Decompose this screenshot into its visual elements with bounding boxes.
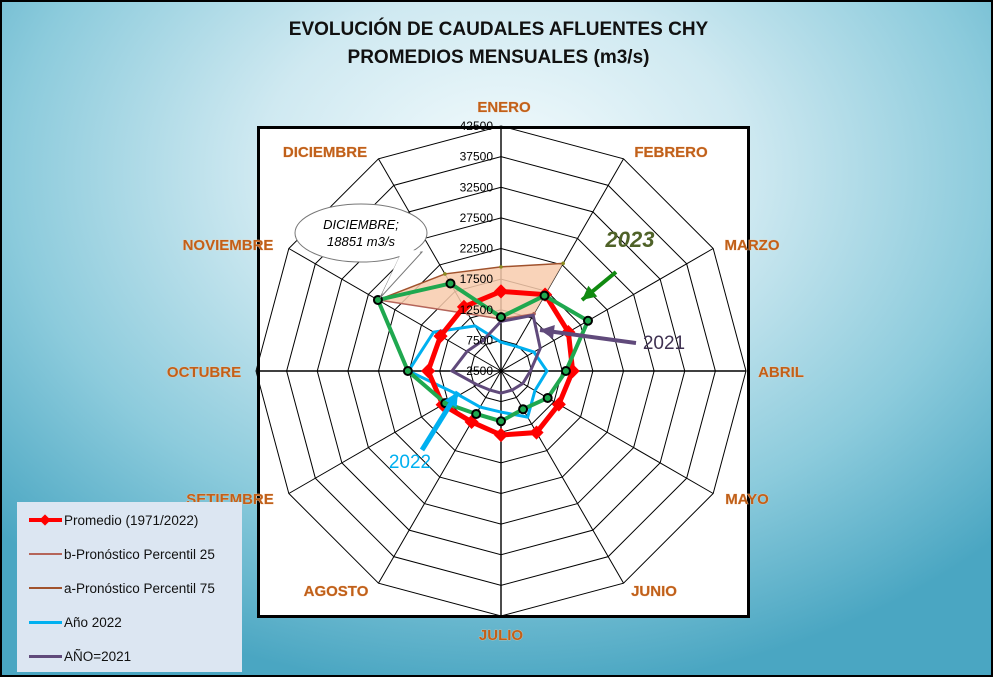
grid-spoke bbox=[288, 370, 502, 494]
radial-tick-label: 37500 bbox=[460, 150, 494, 164]
arrow-2023-head bbox=[582, 285, 598, 300]
radial-tick-label: 2500 bbox=[466, 364, 493, 378]
callout-bubble bbox=[294, 203, 428, 263]
radial-tick-label: 7500 bbox=[466, 333, 493, 347]
annotation-2023: 2023 bbox=[605, 227, 655, 252]
radial-tick-label: 22500 bbox=[460, 242, 494, 256]
series-2023-point bbox=[542, 392, 553, 403]
legend-item-2021: AÑO=2021 bbox=[29, 646, 131, 666]
series-promedio-point bbox=[529, 425, 544, 440]
callout-line1: DICIEMBRE; bbox=[323, 217, 399, 232]
series-point bbox=[561, 261, 565, 266]
callout-pointer-cover bbox=[382, 249, 421, 294]
series-2023-point bbox=[496, 312, 506, 323]
series-2023-point bbox=[560, 366, 571, 376]
series-2023-point bbox=[496, 416, 506, 427]
legend-swatch bbox=[29, 620, 62, 624]
axis-label-agosto: AGOSTO bbox=[304, 583, 369, 600]
series-promedio-point bbox=[421, 363, 436, 379]
grid-spoke bbox=[288, 248, 502, 372]
legend-label: AÑO=2021 bbox=[64, 648, 132, 664]
grid-spoke bbox=[500, 248, 714, 372]
axis-label-marzo: MARZO bbox=[725, 237, 780, 254]
arrow-2022-head bbox=[444, 392, 458, 408]
arrow-2021 bbox=[539, 328, 637, 345]
legend-item-p75: a-Pronóstico Percentil 75 bbox=[29, 578, 215, 598]
arrow-2021-head bbox=[540, 324, 555, 339]
axis-label-octubre: OCTUBRE bbox=[167, 364, 241, 381]
callout-line2: 18851 m3/s bbox=[327, 234, 395, 249]
axis-label-enero: ENERO bbox=[477, 99, 531, 116]
chart-title-line2: PROMEDIOS MENSUALES (m3/s) bbox=[347, 47, 650, 68]
series-promedio-point bbox=[433, 329, 448, 344]
radial-tick-label: 32500 bbox=[460, 180, 494, 194]
axis-label-junio: JUNIO bbox=[631, 583, 677, 600]
series-2021-line bbox=[449, 313, 542, 395]
annotation-2022: 2022 bbox=[389, 452, 431, 473]
series-2023-point bbox=[402, 366, 413, 376]
series-point bbox=[443, 272, 447, 276]
legend-swatch bbox=[29, 654, 62, 658]
axis-label-febrero: FEBRERO bbox=[634, 144, 708, 161]
series-2022-line bbox=[406, 324, 549, 419]
series-promedio-point bbox=[493, 427, 509, 443]
series-2023-point bbox=[539, 290, 550, 301]
axis-label-julio: JULIO bbox=[479, 627, 524, 644]
legend-label: Promedio (1971/2022) bbox=[64, 512, 199, 528]
axis-label-abril: ABRIL bbox=[758, 364, 804, 381]
series-p75-line bbox=[377, 262, 564, 301]
legend: Promedio (1971/2022) b-Pronóstico Percen… bbox=[17, 502, 242, 672]
radial-tick-label: 42500 bbox=[460, 119, 494, 133]
series-promedio-point bbox=[551, 397, 566, 412]
radial-tick-label: 27500 bbox=[460, 211, 494, 225]
percentile-band bbox=[377, 263, 564, 319]
legend-swatch bbox=[29, 553, 62, 555]
series-promedio-point bbox=[456, 299, 472, 314]
series-2023-point bbox=[445, 278, 456, 289]
legend-item-2022: Año 2022 bbox=[29, 612, 122, 632]
grid-spoke bbox=[378, 158, 502, 372]
series-2023-point bbox=[471, 408, 482, 419]
legend-swatch bbox=[29, 587, 62, 589]
radial-tick-label: 17500 bbox=[460, 272, 494, 286]
legend-item-promedio: Promedio (1971/2022) bbox=[29, 510, 198, 530]
radial-tick-label: 12500 bbox=[460, 303, 494, 317]
axis-label-noviembre: NOVIEMBRE bbox=[183, 237, 274, 254]
axis-label-mayo: MAYO bbox=[725, 491, 769, 508]
chart-title: EVOLUCIÓN DE CAUDALES AFLUENTES CHY PROM… bbox=[2, 16, 993, 72]
legend-label: b-Pronóstico Percentil 25 bbox=[64, 546, 215, 562]
legend-swatch bbox=[29, 514, 62, 526]
series-point bbox=[466, 311, 470, 316]
series-point bbox=[499, 265, 503, 269]
legend-label: a-Pronóstico Percentil 75 bbox=[64, 580, 215, 596]
series-promedio-point bbox=[493, 284, 509, 299]
chart-title-line1: EVOLUCIÓN DE CAUDALES AFLUENTES CHY bbox=[288, 19, 709, 40]
annotation-2021: 2021 bbox=[643, 333, 685, 354]
series-2023-point bbox=[518, 404, 529, 415]
axis-label-diciembre: DICIEMBRE bbox=[283, 144, 367, 161]
series-p25-line bbox=[377, 299, 535, 320]
grid-spoke bbox=[500, 370, 714, 494]
series-2023-point bbox=[582, 315, 593, 326]
legend-item-p25: b-Pronóstico Percentil 25 bbox=[29, 544, 215, 564]
legend-label: Año 2022 bbox=[64, 614, 122, 630]
